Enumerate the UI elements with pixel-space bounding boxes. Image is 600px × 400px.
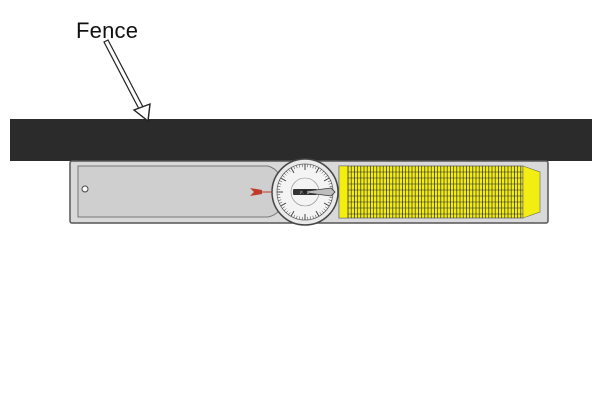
screw-hole-left [81,185,89,193]
dial-needle [299,187,336,197]
fence-label: Fence [76,18,139,43]
ruler-left-panel [77,165,283,218]
protractor-dial: PRO [271,158,339,226]
scale-end-right [522,165,541,219]
pointer-arrow [103,39,151,123]
protractor-ruler: PRO [69,158,549,226]
scale-gridlines [347,166,523,218]
red-indicator-arrow [250,188,262,196]
fence-bar [10,119,592,161]
scale-end-left [338,165,349,219]
